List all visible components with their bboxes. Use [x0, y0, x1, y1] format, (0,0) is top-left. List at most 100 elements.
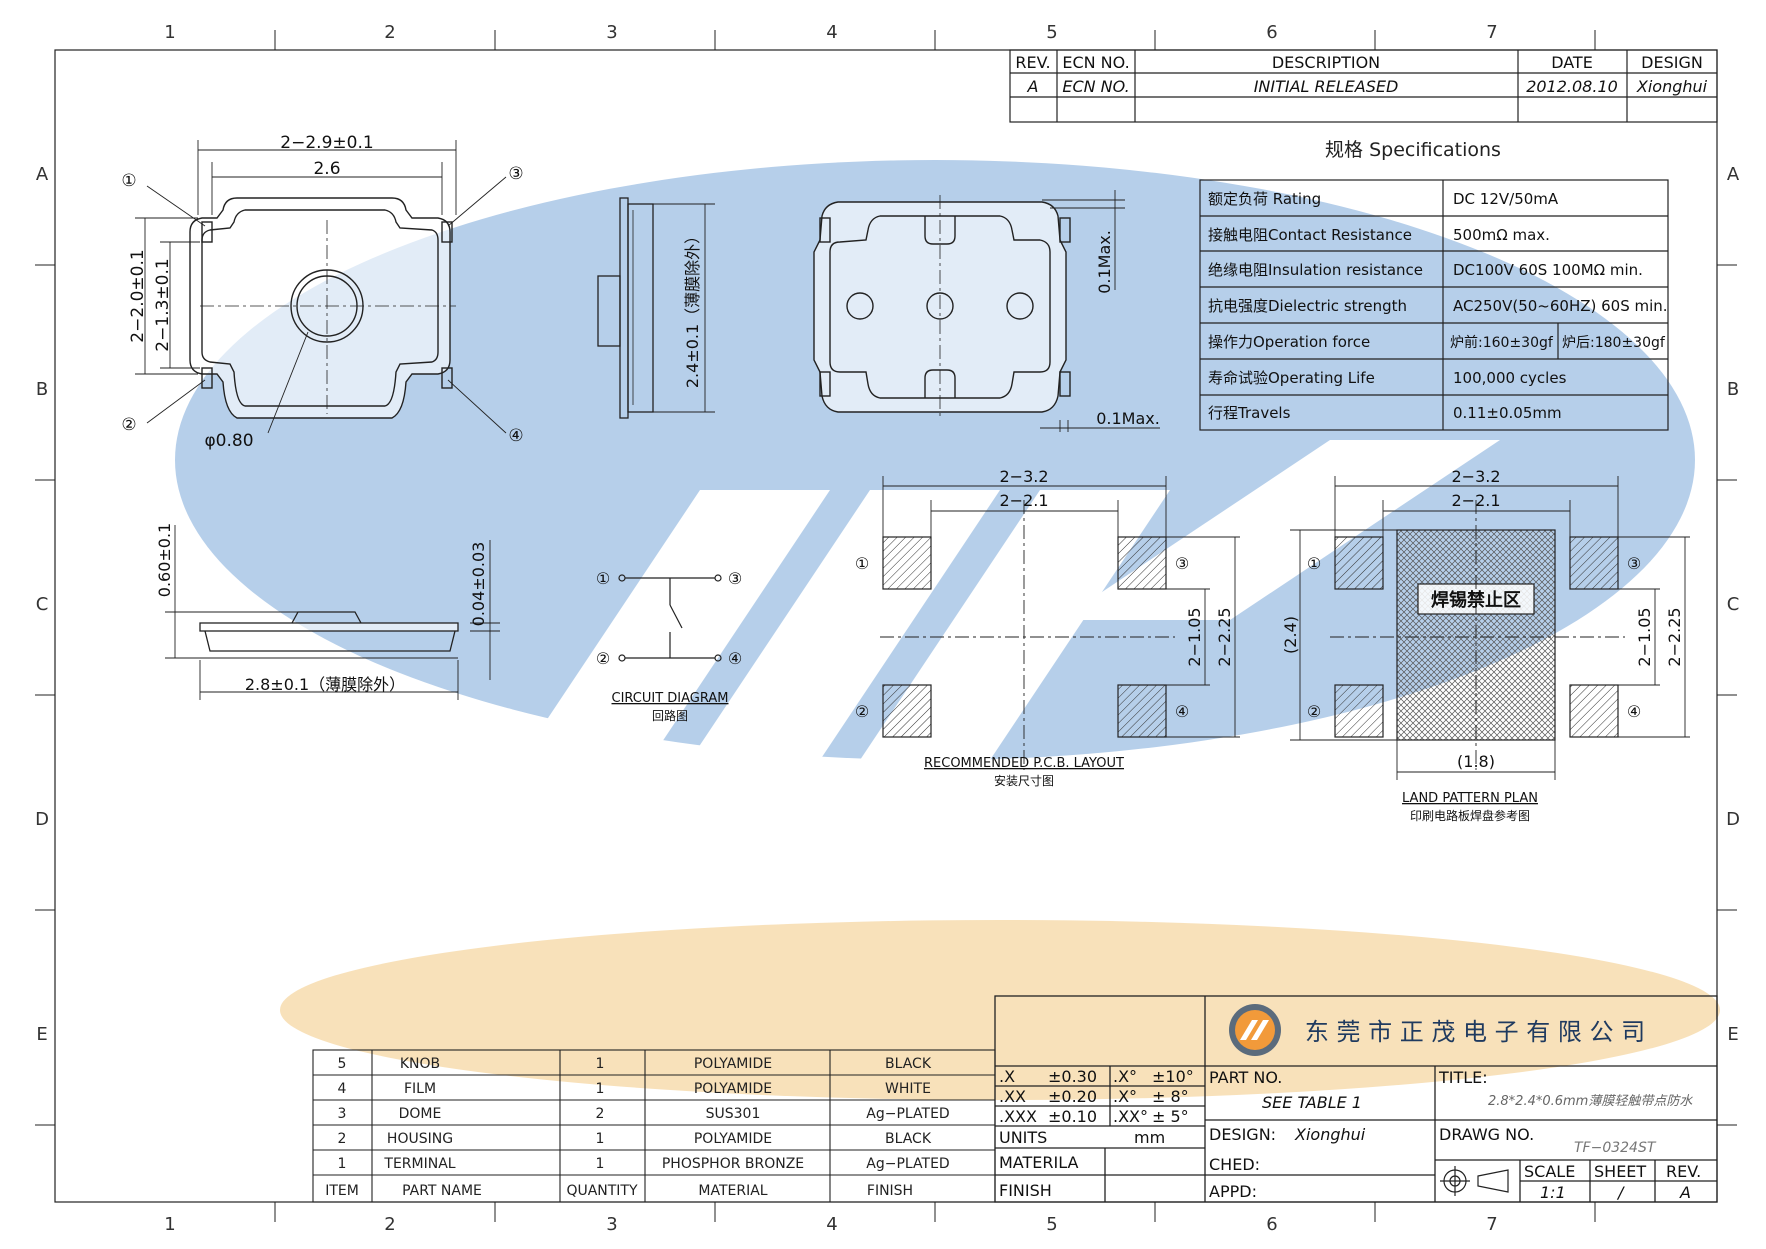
- description-header: DESCRIPTION: [1272, 53, 1380, 72]
- svg-text:C: C: [1727, 594, 1740, 615]
- pcb-dim-v-outer: 2−2.25: [1215, 607, 1234, 666]
- spec-value-force-after: 炉后:180±30gf: [1562, 335, 1666, 351]
- spec-label-insulation: 绝缘电阻Insulation resistance: [1208, 261, 1423, 279]
- land-pattern: [1290, 476, 1690, 780]
- checked-label: CHED:: [1209, 1155, 1260, 1174]
- spec-label-travel: 行程Travels: [1208, 404, 1291, 422]
- side-view: [597, 197, 715, 419]
- part-no-value: SEE TABLE 1: [1262, 1093, 1362, 1112]
- svg-text:FILM: FILM: [404, 1081, 436, 1097]
- solder-keepout-label: 焊锡禁止区: [1431, 589, 1521, 611]
- circuit-title: CIRCUIT DIAGRAM: [612, 691, 729, 706]
- svg-text:5: 5: [1046, 1214, 1057, 1235]
- svg-text:2: 2: [596, 1106, 605, 1122]
- land-dim-v-left: (2.4): [1281, 616, 1300, 654]
- land-dim-bottom: (1.8): [1457, 752, 1495, 771]
- svg-text:4: 4: [338, 1081, 347, 1097]
- svg-text:±10°: ±10°: [1152, 1067, 1194, 1086]
- dim-inner-height: 2−1.3±0.1: [153, 258, 173, 351]
- part-no-label: PART NO.: [1209, 1068, 1282, 1087]
- svg-text:4: 4: [826, 1214, 837, 1235]
- dim-width-max: 0.1Max.: [1096, 409, 1160, 428]
- title-value: 2.8*2.4*0.6mm薄膜轻触带点防水: [1488, 1094, 1693, 1109]
- spec-label-rating: 额定负荷 Rating: [1208, 190, 1321, 208]
- revision-table: REV. ECN NO. DESCRIPTION DATE DESIGN A E…: [1009, 49, 1718, 123]
- land-pin-3: ③: [1627, 554, 1641, 573]
- svg-text:.X°: .X°: [1113, 1087, 1137, 1106]
- svg-text:±0.20: ±0.20: [1048, 1087, 1097, 1106]
- spec-value-travel: 0.11±0.05mm: [1453, 404, 1562, 422]
- svg-text:A: A: [1727, 164, 1740, 185]
- pin-1-label: ①: [121, 171, 136, 191]
- svg-text:SUS301: SUS301: [706, 1106, 761, 1122]
- sheet-value: /: [1616, 1183, 1625, 1202]
- pcb-pin-3: ③: [1175, 554, 1189, 573]
- svg-text:POLYAMIDE: POLYAMIDE: [694, 1081, 772, 1097]
- bom-header-qty: QUANTITY: [566, 1183, 638, 1199]
- units-value: mm: [1134, 1128, 1165, 1147]
- bom-header-material: MATERIAL: [698, 1183, 767, 1199]
- land-pattern-subtitle: 印刷电路板焊盘参考图: [1410, 808, 1530, 823]
- title-label: TITLE:: [1438, 1068, 1488, 1087]
- svg-text:E: E: [1727, 1024, 1738, 1045]
- spec-value-force-before: 炉前:160±30gf: [1450, 334, 1554, 351]
- svg-text:E: E: [36, 1024, 47, 1045]
- dim-overall-width: 2.8±0.1（薄膜除外）: [245, 675, 405, 694]
- watermark-logo: [0, 160, 1766, 1100]
- svg-text:4: 4: [826, 22, 837, 43]
- bottom-view: [813, 190, 1160, 432]
- svg-text:PHOSPHOR BRONZE: PHOSPHOR BRONZE: [662, 1156, 804, 1172]
- dim-outer-width: 2−2.9±0.1: [280, 133, 373, 153]
- pcb-dim-inner: 2−2.1: [999, 491, 1048, 510]
- units-label: UNITS: [999, 1128, 1047, 1147]
- spec-value-contact: 500mΩ max.: [1453, 226, 1550, 244]
- svg-text:TERMINAL: TERMINAL: [383, 1156, 455, 1172]
- date-value: 2012.08.10: [1526, 77, 1618, 96]
- design-header: DESIGN: [1641, 53, 1703, 72]
- circuit-pin-3: ③: [728, 569, 742, 588]
- svg-text:.X: .X: [999, 1067, 1015, 1086]
- svg-text:2: 2: [384, 1214, 395, 1235]
- bom-header-item: ITEM: [325, 1183, 359, 1199]
- dim-height-max: 0.1Max.: [1095, 230, 1114, 294]
- dim-hole: φ0.80: [204, 431, 253, 451]
- land-pin-2: ②: [1307, 702, 1321, 721]
- spec-label-life: 寿命试验Operating Life: [1208, 369, 1375, 387]
- circuit-pin-2: ②: [596, 649, 610, 668]
- approved-label: APPD:: [1209, 1182, 1257, 1201]
- svg-text:D: D: [35, 809, 49, 830]
- rev-value-title: A: [1679, 1183, 1691, 1202]
- spec-value-dielectric: AC250V(50~60HZ) 60S min.: [1453, 297, 1668, 315]
- pin-3-label: ③: [508, 164, 523, 184]
- rev-label: REV.: [1666, 1162, 1701, 1181]
- svg-text:1: 1: [596, 1156, 605, 1172]
- svg-text:5: 5: [1046, 22, 1057, 43]
- title-block: 东 莞 市 正 茂 电 子 有 限 公 司 .X ±0.30 .X° ±10° …: [994, 995, 1718, 1203]
- svg-text:B: B: [1727, 379, 1739, 400]
- drawing-no-value: TF−0324ST: [1574, 1140, 1657, 1156]
- land-dim-inner: 2−2.1: [1451, 491, 1500, 510]
- pcb-layout-subtitle: 安装尺寸图: [994, 773, 1054, 788]
- company-logo: [1229, 1004, 1281, 1056]
- svg-text:7: 7: [1486, 1214, 1497, 1235]
- svg-text:Ag−PLATED: Ag−PLATED: [866, 1106, 949, 1122]
- svg-text:6: 6: [1266, 1214, 1277, 1235]
- scale-label: SCALE: [1524, 1162, 1575, 1181]
- svg-text:Ag−PLATED: Ag−PLATED: [866, 1156, 949, 1172]
- svg-text:7: 7: [1486, 22, 1497, 43]
- specifications-title: 规格 Specifications: [1325, 139, 1501, 161]
- border-grid-labels: 1 2 3 4 5 6 7 1 2 3 4 5 6 7 A B C D E A …: [35, 22, 1740, 1235]
- front-view: [165, 525, 500, 700]
- circuit-pin-4: ④: [728, 649, 742, 668]
- rev-value: A: [1027, 77, 1039, 96]
- description-value: INITIAL RELEASED: [1254, 77, 1399, 96]
- svg-text:A: A: [36, 164, 49, 185]
- svg-text:WHITE: WHITE: [885, 1081, 931, 1097]
- land-dim-outer: 2−3.2: [1451, 467, 1500, 486]
- svg-text:.XX°: .XX°: [1113, 1107, 1148, 1126]
- material-label: MATERILA: [999, 1153, 1079, 1172]
- svg-text:2: 2: [384, 22, 395, 43]
- top-view: [135, 140, 507, 434]
- svg-text:B: B: [36, 379, 48, 400]
- land-dim-v-inner: 2−1.05: [1635, 607, 1654, 666]
